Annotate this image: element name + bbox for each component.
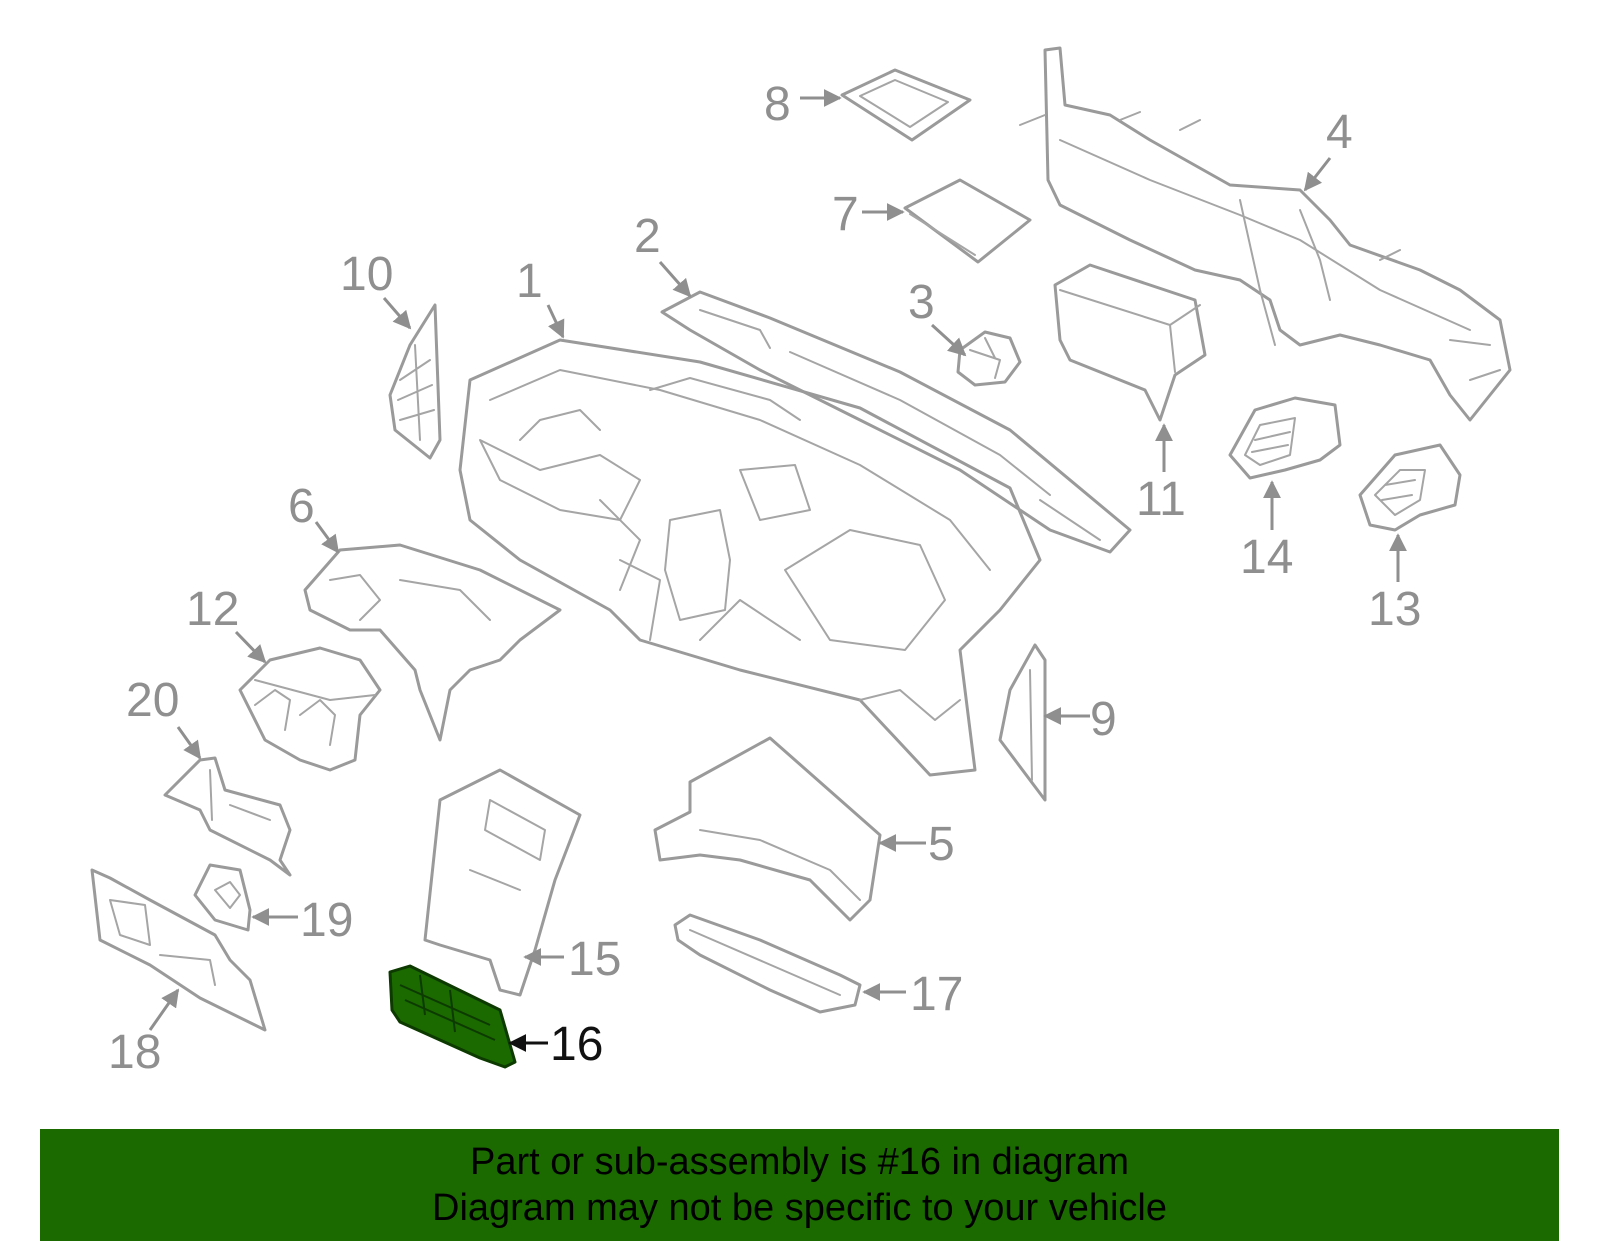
callout-5: 5 [928,818,955,871]
heater-control-part-16 [388,964,517,1069]
info-banner: Part or sub-assembly is #16 in diagram D… [40,1129,1559,1241]
callout-12: 12 [186,583,239,636]
banner-line-2: Diagram may not be specific to your vehi… [432,1187,1167,1229]
switch-bezel-part-19 [193,863,252,932]
callout-20: 20 [126,674,179,727]
vent-part-14 [1228,396,1342,480]
callout-3: 3 [908,276,935,329]
lower-panel-part-5 [653,736,882,922]
callout-1: 1 [516,255,543,308]
cover-part-7 [903,178,1032,264]
callout-14: 14 [1240,531,1293,584]
callout-9: 9 [1090,693,1117,746]
callout-labels: 1 2 3 4 5 6 7 8 9 10 11 12 13 14 15 16 1… [108,78,1421,1079]
center-fascia-part-15 [423,768,582,997]
trim-strip-part-17 [673,913,862,1014]
callout-17: 17 [910,968,963,1021]
callout-7: 7 [832,188,859,241]
callout-6: 6 [288,480,315,533]
instrument-panel-part-1 [458,338,1042,777]
vent-part-13 [1358,443,1462,532]
callout-13: 13 [1368,583,1421,636]
airbag-part-11 [1053,263,1207,422]
callout-4: 4 [1326,106,1353,159]
banner-line-1: Part or sub-assembly is #16 in diagram [470,1141,1129,1183]
callout-18: 18 [108,1026,161,1079]
callout-15: 15 [568,933,621,986]
cross-beam-part-4 [1019,46,1512,422]
callout-19: 19 [300,894,353,947]
callout-16: 16 [550,1018,603,1071]
leader-lines [148,89,1407,1052]
callout-11: 11 [1136,473,1186,526]
frame-part-8 [840,68,972,142]
side-cover-part-9 [998,643,1047,802]
cluster-hood-part-12 [238,646,382,772]
callout-2: 2 [634,210,661,263]
callout-10: 10 [340,248,393,301]
defroster-part-2 [660,290,1132,554]
switch-part-3 [956,330,1022,387]
cluster-bezel-part-6 [303,543,562,742]
side-cover-part-10 [388,303,442,460]
bracket-part-20 [163,756,292,877]
callout-8: 8 [764,78,791,131]
knee-panel-part-18 [90,868,267,1032]
